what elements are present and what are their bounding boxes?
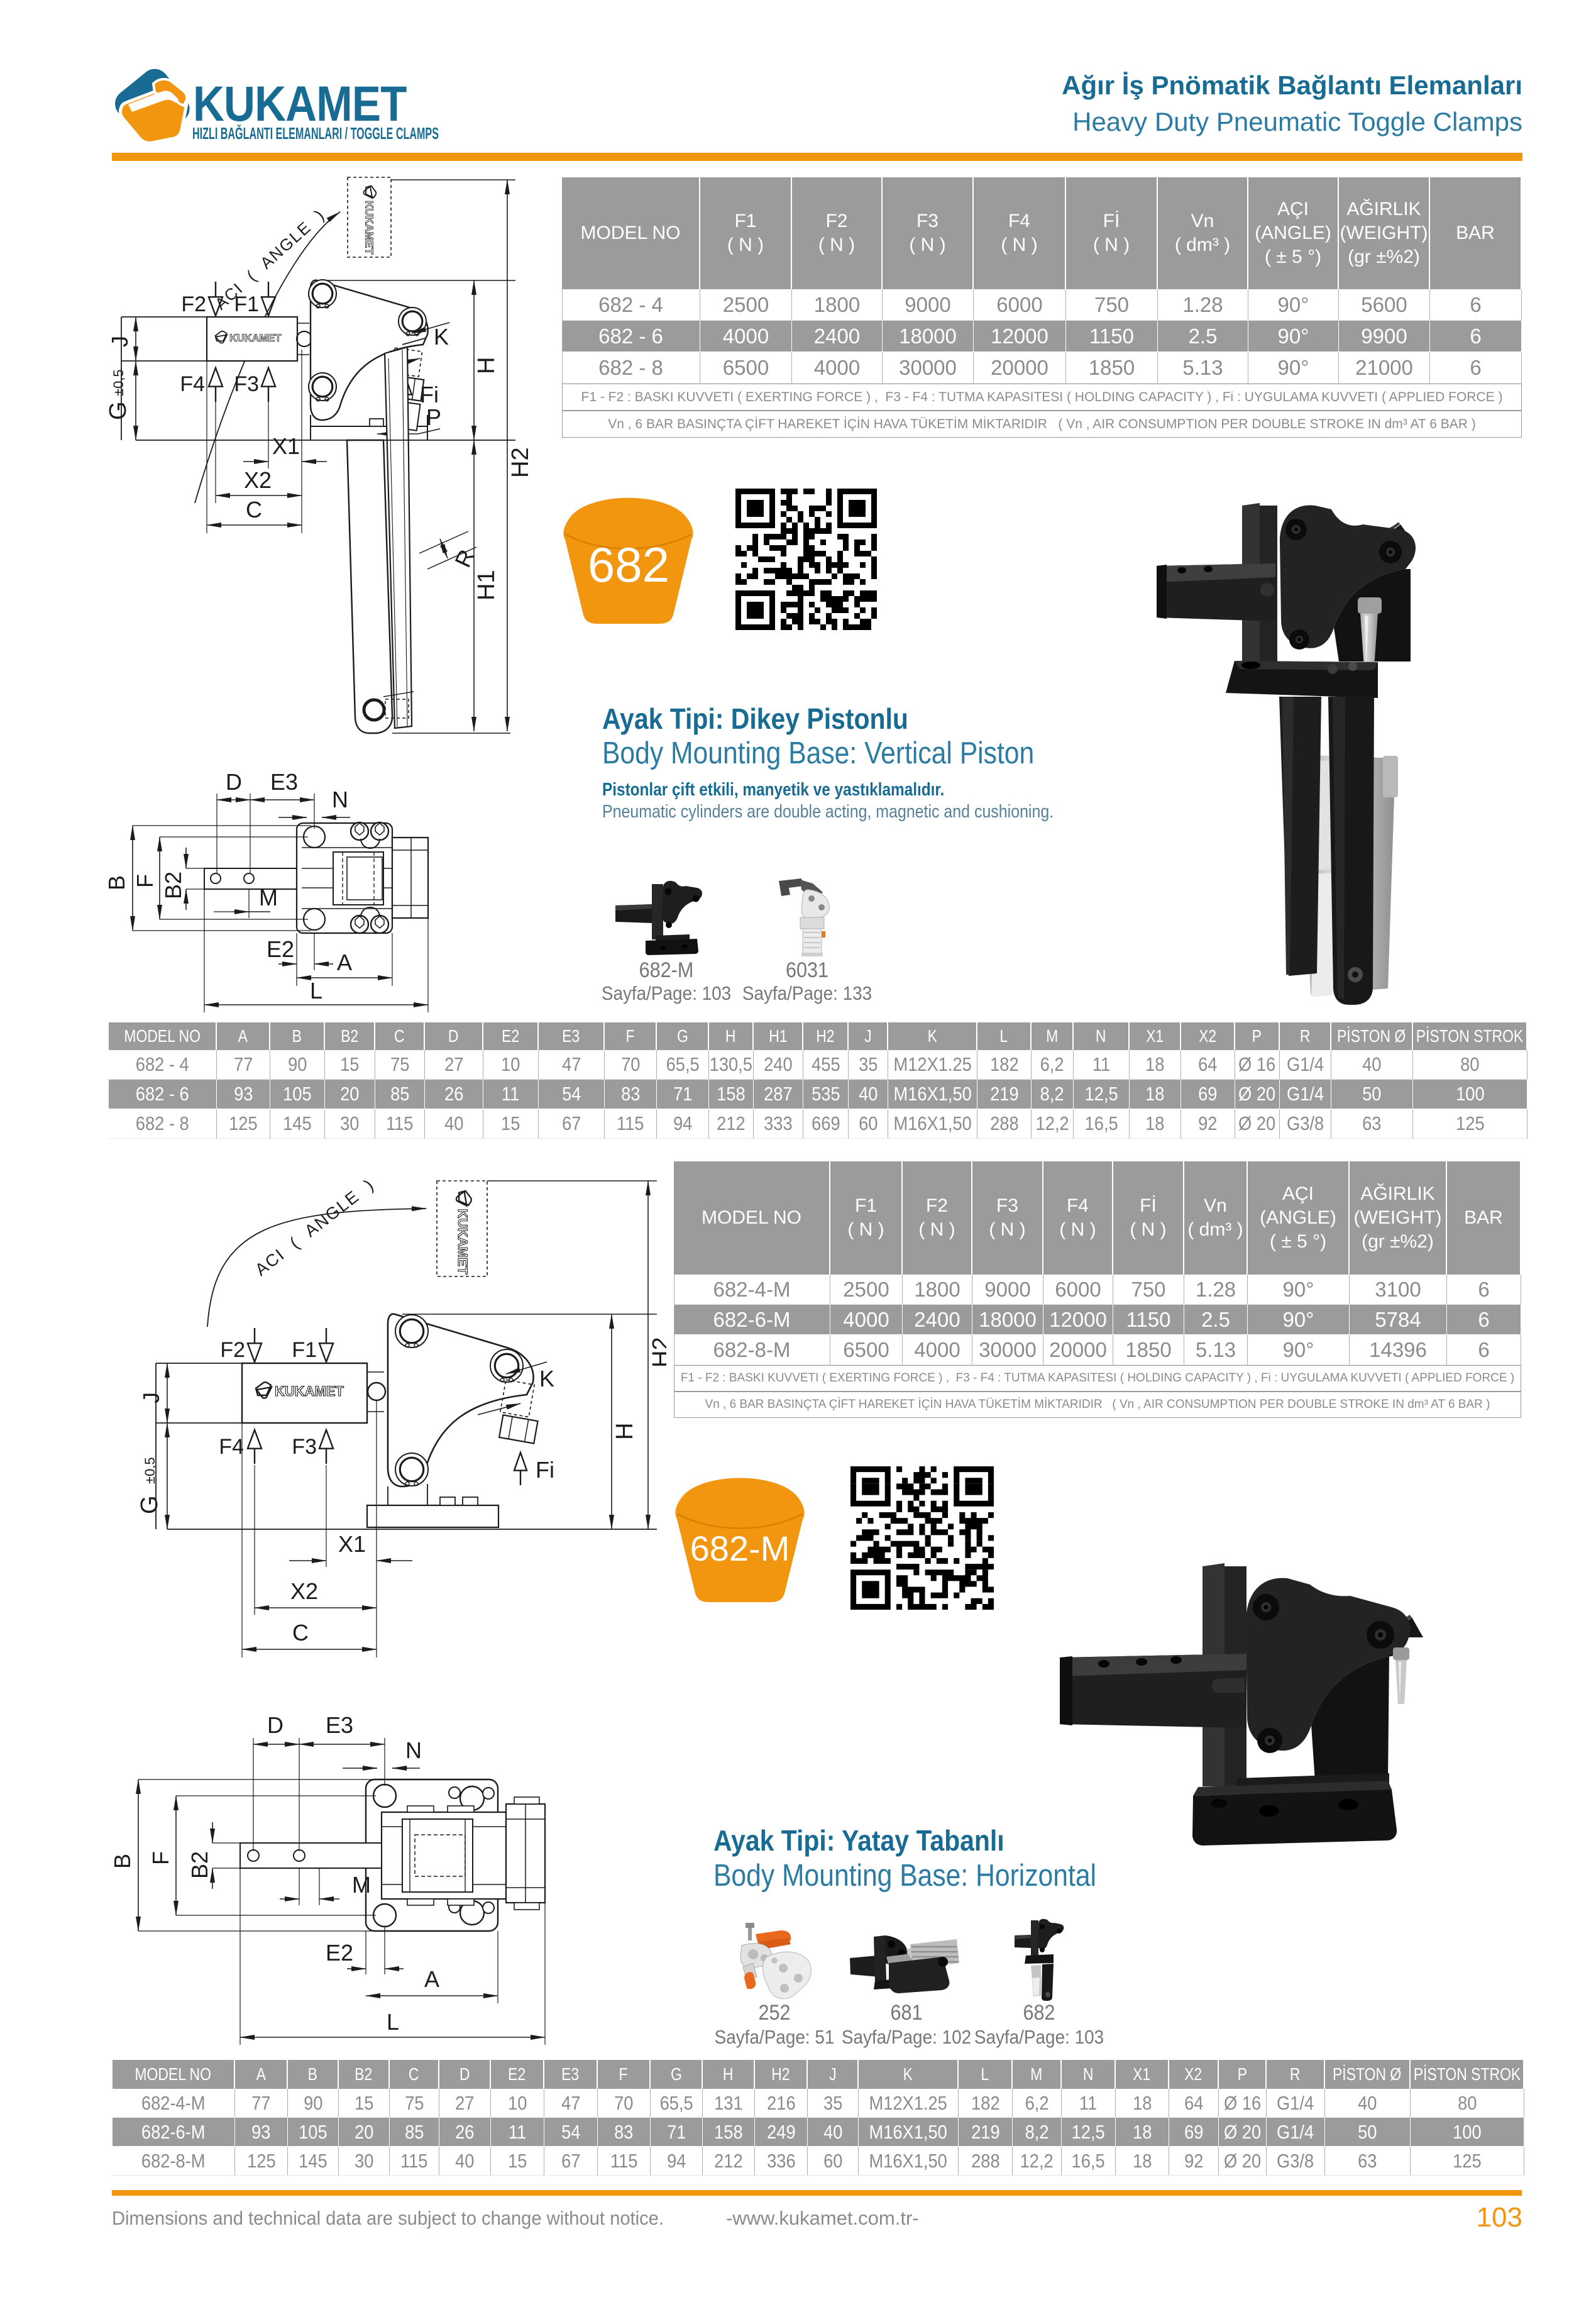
svg-text:F: F (148, 1851, 173, 1865)
svg-text:J: J (138, 1392, 164, 1403)
svg-text:K: K (434, 324, 449, 350)
svg-text:X1: X1 (338, 1531, 366, 1557)
svg-text:B: B (104, 875, 129, 890)
svg-text:J: J (107, 336, 133, 347)
svg-text:E2: E2 (326, 1940, 353, 1966)
svg-text:M: M (352, 1872, 371, 1898)
svg-text:F3: F3 (292, 1435, 317, 1459)
svg-text:H1: H1 (473, 570, 500, 600)
svg-text:G: G (136, 1495, 163, 1514)
svg-text:Fi: Fi (536, 1457, 554, 1483)
svg-text:M: M (259, 885, 278, 910)
svg-text:H: H (612, 1423, 638, 1440)
svg-text:H: H (473, 357, 500, 374)
svg-text:L: L (310, 978, 322, 1004)
svg-text:R: R (449, 545, 480, 571)
svg-text:E3: E3 (270, 769, 298, 795)
svg-text:D: D (267, 1712, 283, 1738)
svg-text:F2: F2 (220, 1338, 245, 1362)
svg-text:F: F (132, 874, 158, 888)
svg-text:F4: F4 (180, 372, 205, 396)
svg-text:Fi: Fi (420, 382, 439, 407)
svg-text:F4: F4 (219, 1435, 244, 1459)
svg-text:N: N (332, 787, 348, 812)
svg-text:N: N (405, 1737, 422, 1763)
svg-text:G: G (105, 401, 131, 420)
svg-text:F3: F3 (234, 372, 259, 396)
svg-text:K: K (539, 1366, 554, 1392)
svg-text:KUKAMET: KUKAMET (363, 201, 375, 255)
svg-text:B2: B2 (187, 1851, 212, 1879)
svg-text:KUKAMET: KUKAMET (455, 1209, 470, 1275)
svg-text:L: L (387, 2009, 399, 2035)
svg-text:B2: B2 (160, 872, 186, 899)
svg-text:A: A (337, 949, 352, 975)
svg-text:E3: E3 (326, 1712, 353, 1738)
svg-text:F2: F2 (181, 292, 206, 316)
svg-text:H2: H2 (648, 1337, 666, 1368)
svg-text:X2: X2 (290, 1578, 318, 1604)
svg-text:C: C (292, 1620, 309, 1646)
svg-text:682-M: 682-M (690, 1529, 790, 1568)
svg-text:B: B (109, 1854, 135, 1869)
svg-text:F1: F1 (292, 1338, 317, 1362)
svg-text:E2: E2 (267, 936, 294, 962)
svg-text:A: A (424, 1966, 439, 1992)
svg-text:D: D (226, 769, 242, 795)
svg-text:X2: X2 (244, 467, 272, 493)
svg-text:H2: H2 (507, 447, 534, 478)
svg-text:KUKAMET: KUKAMET (229, 333, 282, 344)
svg-text:682: 682 (588, 537, 669, 592)
svg-text:P: P (426, 404, 441, 430)
svg-text:X1: X1 (272, 433, 300, 459)
svg-text:±0,5: ±0,5 (111, 369, 126, 396)
svg-text:KUKAMET: KUKAMET (275, 1383, 344, 1399)
svg-text:C: C (246, 497, 262, 523)
svg-text:±0,5: ±0,5 (142, 1457, 158, 1484)
svg-text:F1: F1 (234, 292, 259, 316)
